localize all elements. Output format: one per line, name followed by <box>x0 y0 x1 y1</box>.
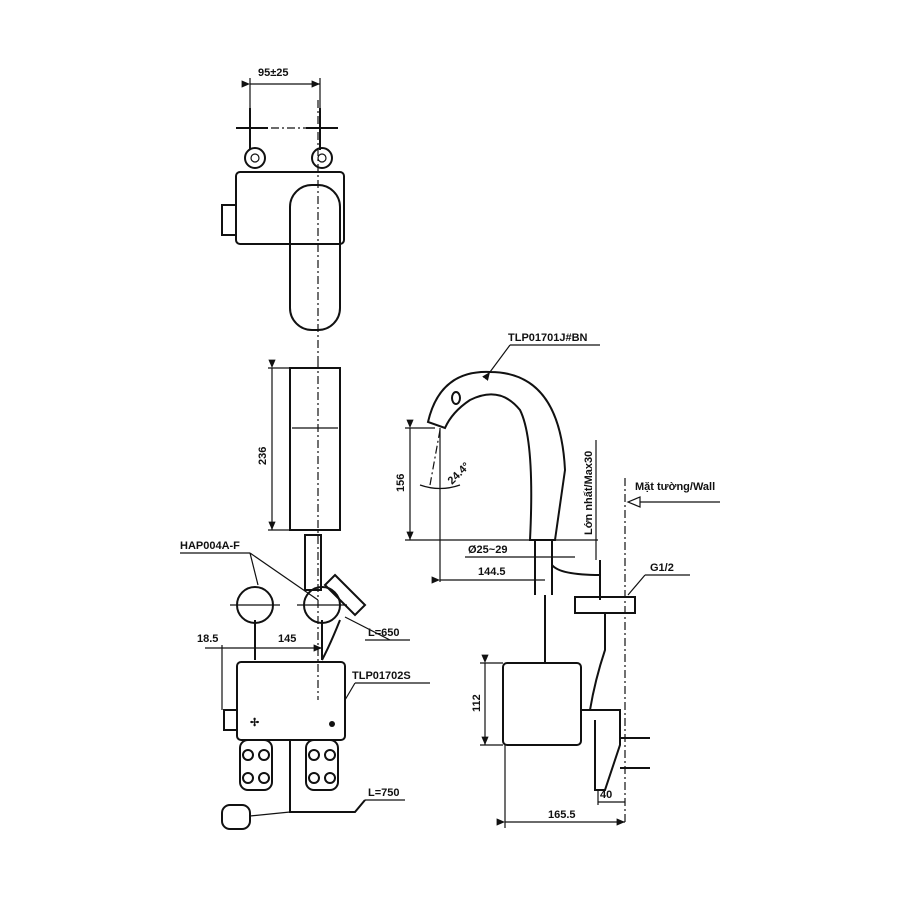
flex-hose <box>589 613 606 711</box>
front-view: 236 HAP004A-F 18.5 145 L=650 ✢ TLP01702S… <box>180 359 430 830</box>
spout-reach-label: 144.5 <box>478 566 506 578</box>
valve-top-right <box>306 108 338 169</box>
power-plug <box>221 804 251 830</box>
hose-length-label: L=650 <box>368 627 400 639</box>
top-view: 95±25 <box>221 67 345 360</box>
wall-label: Mặt tường/Wall <box>635 481 715 493</box>
spout-height-label: 236 <box>257 447 269 465</box>
control-box-side <box>502 662 582 746</box>
mount-foot-right <box>305 739 339 791</box>
max-thickness-label: Lớn nhất/Max30 <box>583 451 595 535</box>
sensor-window <box>451 391 461 405</box>
box-connector <box>221 204 237 236</box>
valve-top-left <box>236 108 268 169</box>
power-cord <box>289 740 366 813</box>
mount-foot-left <box>239 739 273 791</box>
sensor-angle-label: 24.4° <box>446 460 473 487</box>
valve-spacing-label: 95±25 <box>258 67 289 79</box>
bracket-width-label: 40 <box>600 789 612 801</box>
thread-label: G1/2 <box>650 562 674 574</box>
side-view: TLP01701J#BN 156 24.4° Ø25~29 144.5 Lớn … <box>395 332 720 828</box>
wall-valve <box>574 596 636 614</box>
spout-side <box>426 370 567 541</box>
cord-length-label: L=750 <box>368 787 400 799</box>
mount-bracket <box>581 709 621 791</box>
supply-pipe <box>551 560 601 600</box>
spout-top <box>289 184 341 331</box>
box-height-label: 112 <box>471 694 483 712</box>
offset-label: 18.5 <box>197 633 218 645</box>
hole-diameter-label: Ø25~29 <box>468 544 507 556</box>
inlet-spacing-label: 145 <box>278 633 296 645</box>
box-depth-label: 165.5 <box>548 809 576 821</box>
outlet-height-label: 156 <box>395 474 407 492</box>
fan-icon: ✢ <box>250 717 259 729</box>
angle-valve-label: HAP004A-F <box>180 540 240 552</box>
faucet-model-label: TLP01701J#BN <box>508 332 588 344</box>
hose-fitting <box>321 573 367 661</box>
control-box-label: TLP01702S <box>352 670 411 682</box>
spout-front <box>289 367 341 531</box>
